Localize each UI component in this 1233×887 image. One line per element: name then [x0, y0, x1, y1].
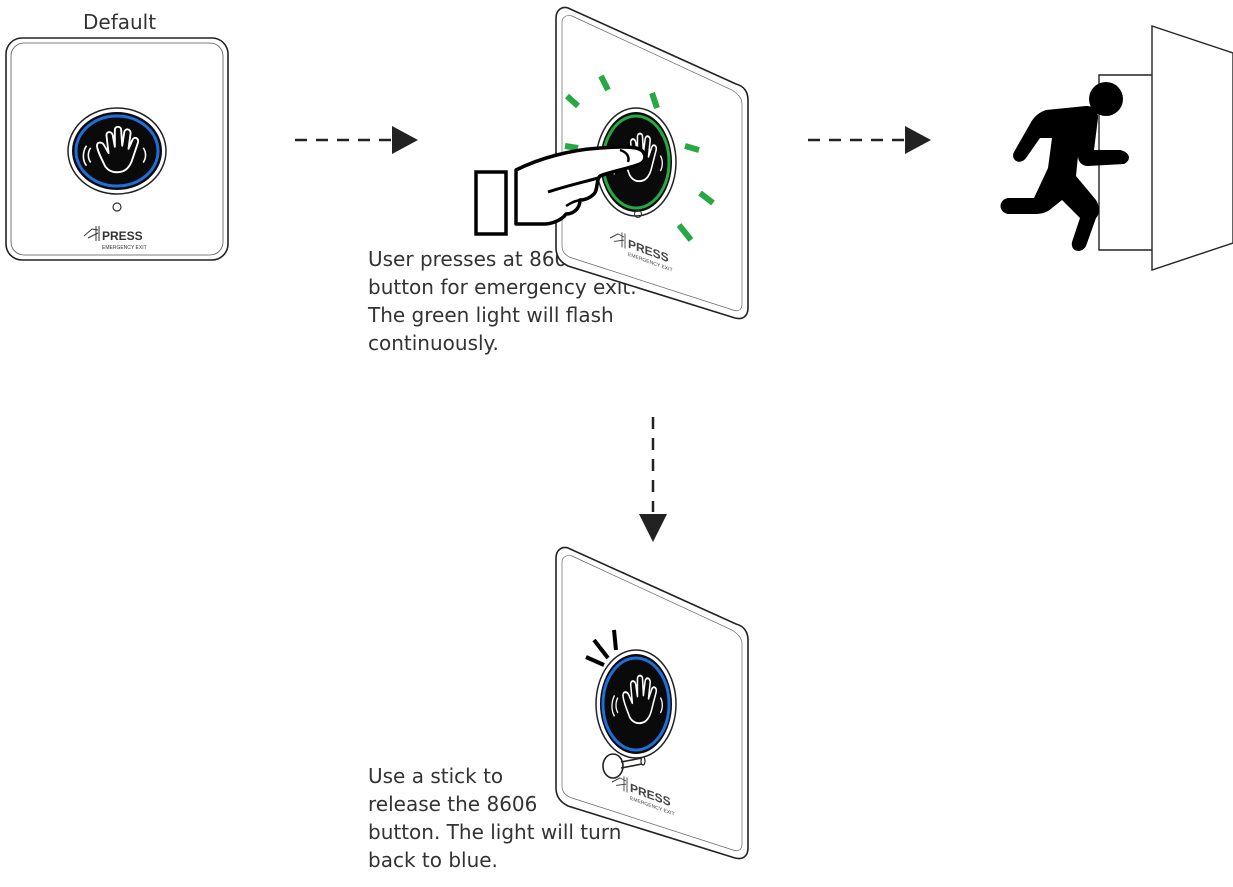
arrow-default-to-press	[295, 126, 418, 154]
released-button-ring	[595, 649, 677, 759]
press-logo: PRESS EMERGENCY EXIT	[83, 226, 147, 251]
default-button-ring	[67, 107, 167, 195]
press-text: PRESS	[102, 229, 143, 243]
blue-flash-marks	[585, 629, 618, 667]
press-step-caption: User presses at 8606 button for emergenc…	[368, 247, 637, 355]
exit-door-icon	[1098, 25, 1233, 271]
indicator-led	[112, 202, 122, 212]
default-label: Default	[83, 10, 157, 34]
release-step-caption: Use a stick to release the 8606 button. …	[368, 764, 622, 872]
running-person-icon	[1000, 82, 1129, 251]
emergency-exit-text: EMERGENCY EXIT	[102, 245, 147, 251]
stick-icon	[602, 753, 646, 779]
indicator-led	[633, 209, 643, 219]
pointing-hand-icon	[474, 145, 647, 236]
default-button-panel: PRESS EMERGENCY EXIT	[5, 37, 229, 261]
release-button-panel: PRESS EMERGENCY EXIT	[555, 546, 749, 860]
green-flash-marks	[564, 74, 715, 242]
pressed-button-panel: PRESS EMERGENCY EXIT	[474, 6, 749, 320]
arrow-press-to-release	[639, 417, 667, 542]
arrow-press-to-exit	[808, 126, 931, 154]
